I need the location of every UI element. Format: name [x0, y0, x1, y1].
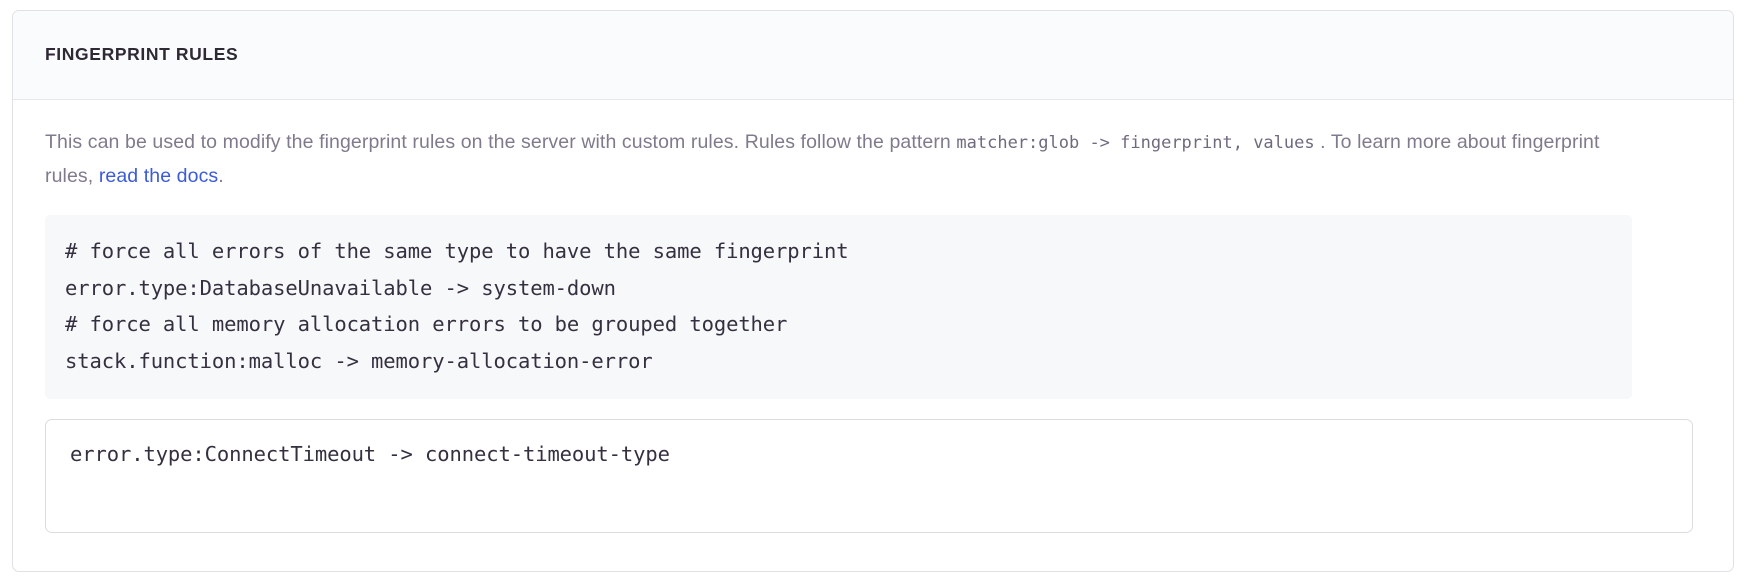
read-the-docs-link[interactable]: read the docs: [98, 165, 219, 187]
example-rules-code-block: # force all errors of the same type to h…: [45, 215, 1632, 399]
panel-description: This can be used to modify the fingerpri…: [45, 126, 1605, 193]
description-text-part-2: . To learn more about fingerprint rules,: [45, 131, 1600, 187]
fingerprint-rules-input[interactable]: [45, 419, 1693, 533]
fingerprint-rules-panel: FINGERPRINT RULES This can be used to mo…: [12, 10, 1734, 572]
panel-body: This can be used to modify the fingerpri…: [13, 100, 1733, 571]
description-text-part-3: .: [218, 165, 224, 187]
inline-code-pattern: matcher:glob -> fingerprint, values: [956, 133, 1315, 153]
description-text-part-1: This can be used to modify the fingerpri…: [45, 131, 957, 153]
panel-header: FINGERPRINT RULES: [13, 11, 1733, 100]
page-title: FINGERPRINT RULES: [45, 44, 239, 65]
